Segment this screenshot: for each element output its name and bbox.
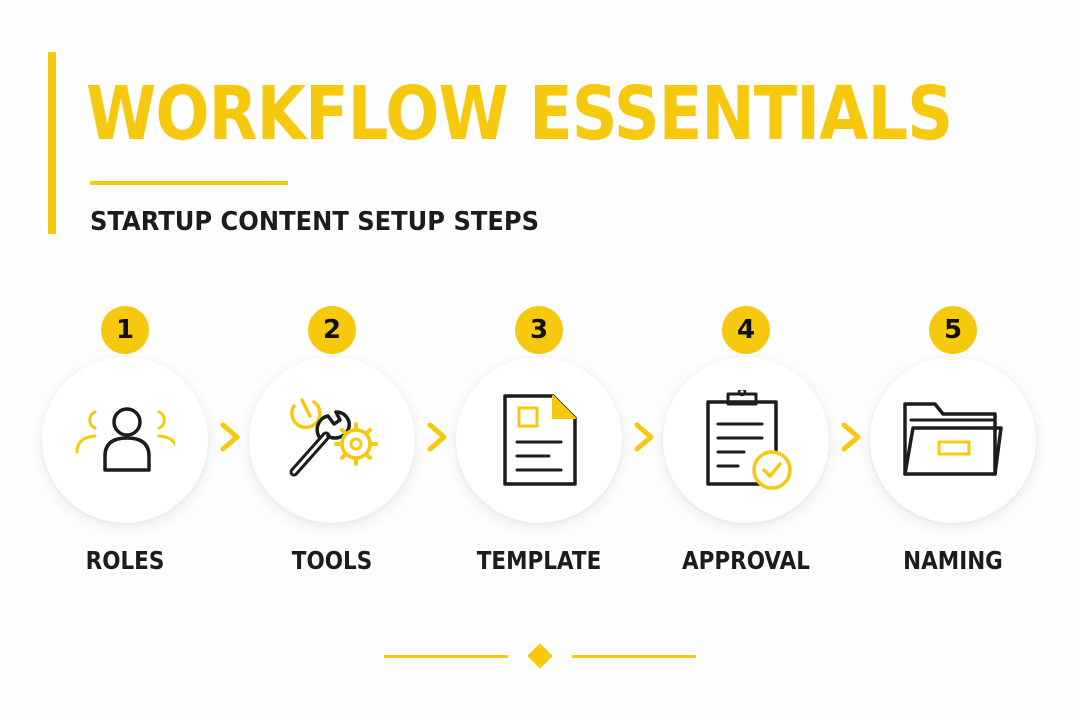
folder-icon — [903, 402, 1003, 476]
document-icon — [503, 394, 577, 486]
step-icon-circle — [870, 357, 1036, 523]
step-roles: 1 ROLES — [40, 306, 210, 596]
title-underline — [90, 181, 288, 185]
step-approval: 4 APPROVAL — [661, 306, 831, 596]
step-icon-circle — [663, 357, 829, 523]
step-number-badge: 5 — [929, 306, 977, 354]
wrench-gear-icon — [289, 398, 378, 477]
step-tools: 2 TOOLS — [247, 306, 417, 596]
chevron-right-icon — [841, 422, 861, 452]
footer-divider-right — [572, 655, 696, 658]
step-label: TEMPLATE — [476, 546, 602, 575]
step-label: TOOLS — [291, 546, 373, 575]
step-template: 3 TEMPLATE — [454, 306, 624, 596]
footer-divider-left — [384, 655, 508, 658]
users-icon — [75, 407, 175, 472]
step-label: APPROVAL — [682, 546, 810, 575]
title-accent-bar — [48, 52, 56, 234]
chevron-right-icon — [427, 422, 447, 452]
footer-diamond — [527, 643, 553, 669]
step-number-badge: 3 — [515, 306, 563, 354]
step-number-badge: 1 — [101, 306, 149, 354]
step-icon-circle — [249, 357, 415, 523]
step-number-badge: 2 — [308, 306, 356, 354]
step-label: NAMING — [903, 546, 1003, 575]
step-label: ROLES — [85, 546, 165, 575]
step-number-badge: 4 — [722, 306, 770, 354]
step-naming: 5 NAMING — [868, 306, 1038, 596]
page-title: WORKFLOW ESSENTIALS — [86, 71, 953, 157]
chevron-right-icon — [220, 422, 240, 452]
page-subtitle: STARTUP CONTENT SETUP STEPS — [90, 207, 540, 237]
step-icon-circle — [456, 357, 622, 523]
chevron-right-icon — [634, 422, 654, 452]
step-icon-circle — [42, 357, 208, 523]
clipboard-check-icon — [706, 390, 792, 490]
